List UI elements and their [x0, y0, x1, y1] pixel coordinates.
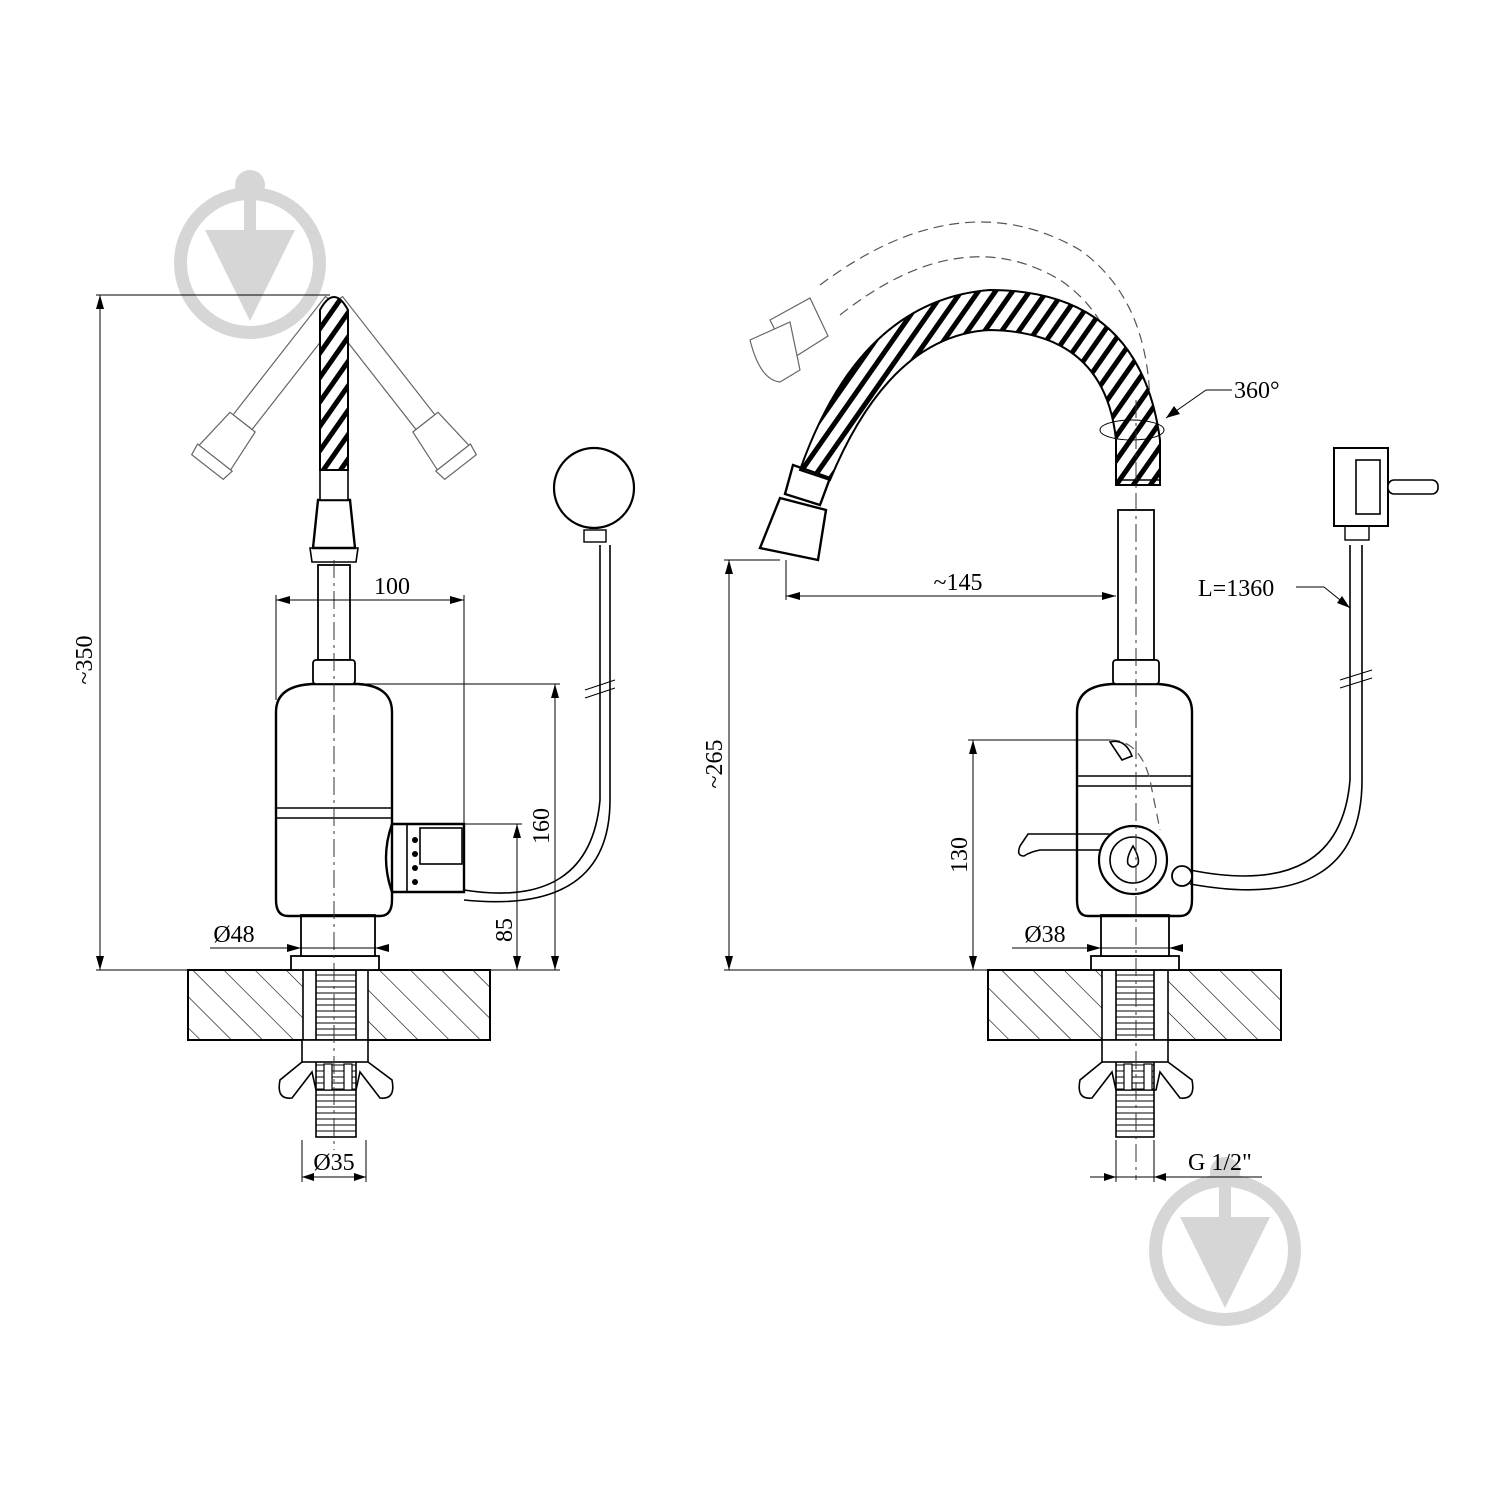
body-width-label: 100	[374, 574, 410, 600]
brand-logo-icon	[174, 170, 326, 339]
power-cable	[1171, 447, 1439, 891]
mounting-wing-nut	[278, 1039, 394, 1099]
ghost-hose-right	[190, 295, 346, 481]
ghost-hose-left	[322, 295, 478, 481]
cable-length-label: L=1360	[1198, 576, 1274, 602]
aerator-nozzle	[758, 463, 1160, 562]
handle-height-label: 85	[492, 918, 518, 942]
swivel-angle-label: 360°	[1234, 378, 1280, 404]
flexible-hose	[798, 288, 1161, 486]
mixer-lever	[1017, 739, 1169, 896]
left-view: ~350 100 160 85 Ø48 Ø35	[72, 294, 636, 1182]
right-view: ~265 ~145 360° L=1360 130 Ø38 G 1/2"	[702, 221, 1439, 1182]
control-panel	[384, 822, 466, 894]
lever-height-label: 130	[947, 837, 973, 873]
spout-height-label: ~265	[702, 740, 728, 789]
spout-pipe	[317, 564, 351, 661]
base-flange	[290, 955, 380, 971]
base-flange	[1090, 955, 1180, 971]
thread-size-label: G 1/2"	[1188, 1150, 1252, 1176]
base-diameter-label: Ø48	[213, 922, 254, 948]
power-cable	[463, 446, 636, 903]
body-height-label: 160	[529, 808, 555, 844]
heater-body	[1075, 682, 1194, 918]
shank-diameter-label: Ø35	[313, 1150, 354, 1176]
ghost-hose	[749, 221, 1151, 411]
aerator-nozzle	[309, 469, 359, 563]
brand-logo-icon	[1149, 1157, 1301, 1326]
overall-height-label: ~350	[72, 636, 98, 685]
spout-reach-label: ~145	[934, 570, 983, 596]
base-diameter-label: Ø38	[1024, 922, 1065, 948]
flexible-hose	[319, 296, 349, 471]
power-plug-icon	[1333, 447, 1439, 527]
